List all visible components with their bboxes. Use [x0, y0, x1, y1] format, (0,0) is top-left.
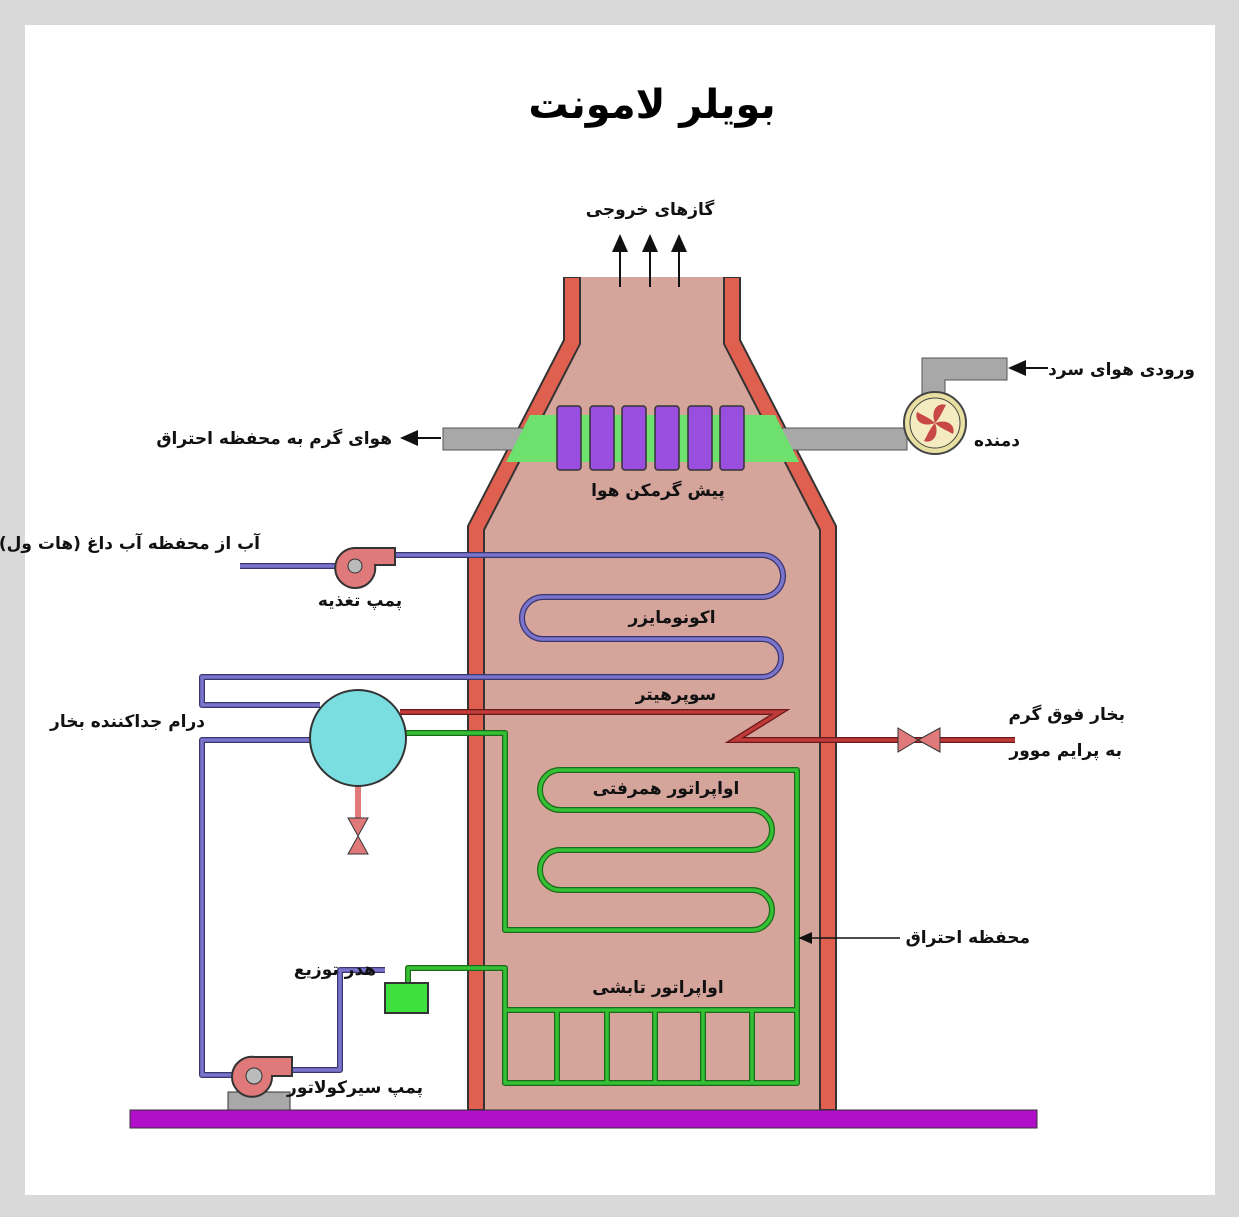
label-circulation-pump: پمپ سیرکولاتور — [286, 1078, 423, 1098]
air-preheater-band — [506, 415, 799, 462]
label-superheated-steam: بخار فوق گرم — [1008, 704, 1125, 725]
label-steam-drum: درام جداکننده بخار — [49, 712, 205, 732]
feed-pump-icon — [334, 547, 396, 589]
blower-fan-icon — [903, 391, 967, 455]
steam-drum — [309, 689, 407, 787]
foundation-base — [129, 1109, 1038, 1129]
steam-valve-icon — [897, 727, 941, 753]
label-hotwell-water: آب از محفظه آب داغ (هات ول) — [0, 532, 261, 554]
exhaust-arrows — [612, 234, 687, 287]
label-air-preheater: پیش گرمکن هوا — [591, 480, 725, 501]
label-hot-air-to-furnace: هوای گرم به محفظه احتراق — [156, 428, 392, 449]
label-distribution-header: هدر توزیع — [294, 960, 376, 980]
label-radiant-evaporator: اواپراتور تابشی — [592, 978, 723, 998]
hot-air-duct — [442, 427, 524, 451]
diagram-title: بویلر لامونت — [528, 82, 775, 128]
label-economizer: اکونومایزر — [627, 608, 715, 628]
label-feed-pump: پمپ تغذیه — [318, 591, 402, 611]
label-cold-air-inlet: ورودی هوای سرد — [1048, 360, 1195, 380]
label-convective-evaporator: اواپراتور همرفتی — [593, 779, 740, 799]
label-superheater: سوپرهیتر — [635, 685, 717, 705]
drain-valve-icon — [347, 817, 369, 855]
distribution-header-box — [384, 982, 429, 1014]
label-furnace: محفظه احتراق — [906, 928, 1030, 948]
label-to-prime-mover: به پرایم موور — [1008, 741, 1122, 761]
boiler-interior — [476, 277, 828, 1110]
cold-air-duct — [781, 427, 908, 451]
circulation-pump-icon — [231, 1055, 293, 1098]
label-exhaust-gases: گازهای خروجی — [586, 199, 715, 220]
label-blower: دمنده — [974, 431, 1020, 451]
air-preheater-tubes — [556, 405, 745, 471]
